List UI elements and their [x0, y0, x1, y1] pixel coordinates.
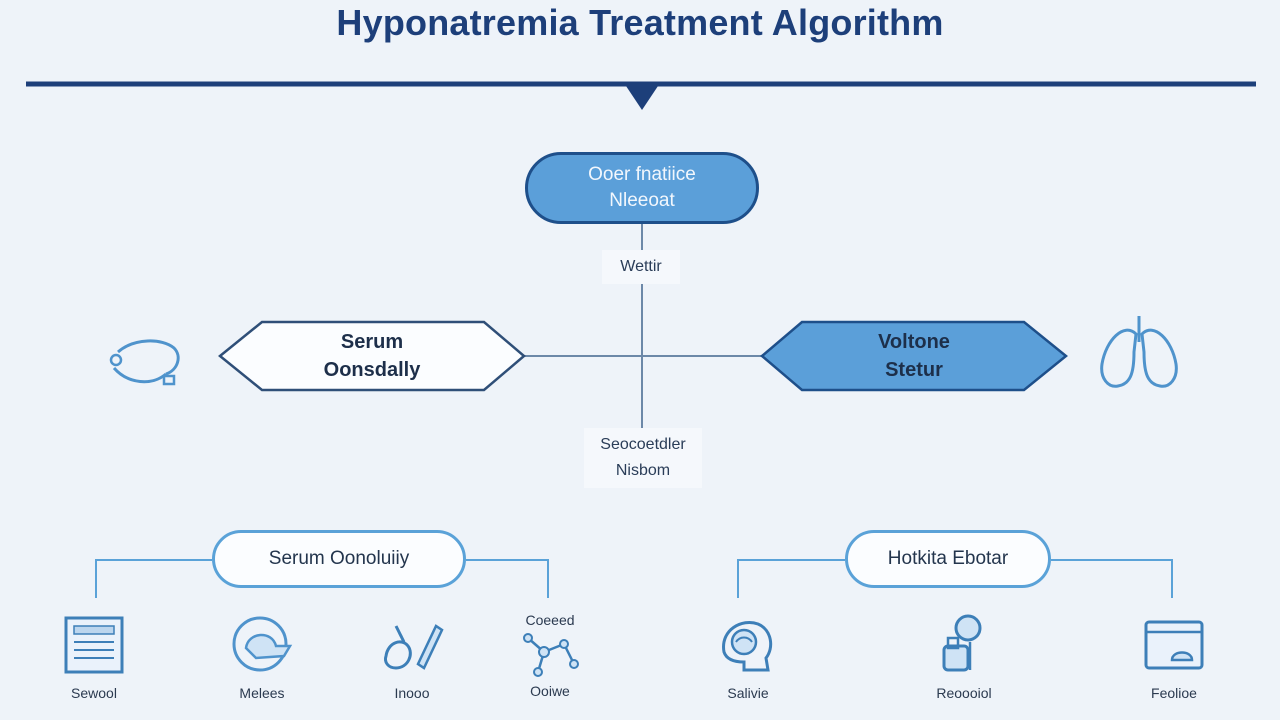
leaf-caption: Melees: [239, 685, 285, 701]
leaf-item[interactable]: Salivie: [678, 612, 818, 702]
medicine-vial-icon: [384, 624, 444, 670]
leaf-item[interactable]: Melees: [192, 612, 332, 702]
leaf-caption: Ooiwe: [530, 683, 570, 699]
right-branch-line2: Stetur: [885, 359, 943, 381]
molecule-icon: [523, 633, 579, 677]
sub-node-right[interactable]: Hotkita Ebotar: [845, 530, 1051, 588]
connector-bottom-line1: Seocoetdler: [600, 436, 686, 453]
leaf-item[interactable]: Feolioe: [1104, 612, 1244, 702]
leaf-caption: Feolioe: [1151, 685, 1197, 701]
root-label-line1: Ooer fnatiice: [588, 164, 696, 185]
connector-bottom-line2: Nisbom: [615, 462, 671, 479]
page-title: Hyponatremia Treatment Algorithm: [336, 2, 944, 43]
leaf-item[interactable]: Sewool: [24, 612, 164, 702]
sub-node-left[interactable]: Serum Oonoluiiy: [212, 530, 466, 588]
tube-icon: [109, 339, 180, 386]
connector-label-top: Wettir: [602, 250, 680, 284]
right-branch-node[interactable]: Voltone Stetur: [762, 320, 1066, 392]
leaf-caption: Reoooiol: [936, 685, 992, 701]
leaf-top-caption: Coeeed: [525, 612, 575, 628]
left-branch-node[interactable]: Serum Oonsdally: [220, 320, 524, 392]
leaf-caption: Inooo: [394, 685, 430, 701]
head-profile-icon: [232, 616, 293, 672]
right-branch-line1: Voltone: [878, 331, 950, 353]
leaf-item[interactable]: Reoooiol: [894, 612, 1034, 702]
root-node[interactable]: Ooer fnatiice Nleeoat: [525, 152, 759, 224]
leaf-caption: Sewool: [71, 685, 117, 701]
leaf-caption: Salivie: [727, 685, 769, 701]
lungs-icon: [1100, 316, 1178, 388]
monitor-icon: [1144, 620, 1204, 670]
left-branch-line2: Oonsdally: [323, 359, 421, 381]
connector-label-bottom: Seocoetdler Nisbom: [584, 428, 702, 488]
left-branch-line1: Serum: [340, 331, 404, 353]
root-label-line2: Nleeoat: [609, 190, 675, 211]
document-icon: [64, 616, 124, 674]
leaf-item[interactable]: Coeeed Ooiwe: [480, 612, 620, 700]
person-iv-icon: [942, 614, 982, 672]
leaf-item[interactable]: Inooo: [342, 612, 482, 702]
brain-head-icon: [722, 621, 773, 672]
